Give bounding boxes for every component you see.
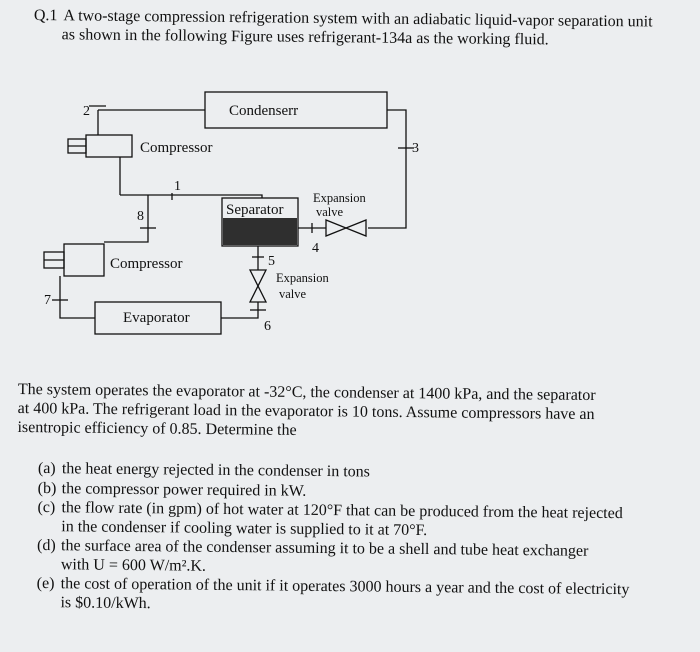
line-state-1 xyxy=(120,194,263,198)
part-label: (e) xyxy=(36,574,55,593)
expansion-valve-top-label-2: valve xyxy=(316,205,344,219)
expansion-valve-bottom-label-1: Expansion xyxy=(276,271,330,285)
part-text: the cost of operation of the unit if it … xyxy=(60,575,676,618)
part-text-line-2: is $0.10/kWh. xyxy=(60,593,151,612)
state-point-2: 2 xyxy=(83,104,90,119)
line-state-8 xyxy=(104,195,149,243)
problem-statement: The system operates the evaporator at -3… xyxy=(17,380,658,444)
list-item: (c) the flow rate (in gpm) of hot water … xyxy=(37,499,677,543)
line-state-7 xyxy=(59,276,95,319)
part-label: (a) xyxy=(37,460,56,478)
valve-top-right xyxy=(344,219,367,237)
part-text-line-1: the compressor power required in kW. xyxy=(61,479,307,500)
condenser-label: Condenserr xyxy=(229,103,298,119)
part-label: (b) xyxy=(37,479,57,497)
expansion-valve-bottom-label-2: valve xyxy=(279,287,307,301)
part-text-line-1: the heat energy rejected in the condense… xyxy=(61,460,371,481)
separator-liquid xyxy=(223,218,297,245)
compressor-top-label: Compressor xyxy=(140,140,213,156)
part-label: (c) xyxy=(37,498,56,517)
part-label: (d) xyxy=(37,536,56,555)
part-text-line-2: with U = 600 W/m².K. xyxy=(60,555,207,575)
refrigeration-system-diagram: Condenserr Compressor Separator Compress… xyxy=(43,91,419,335)
expansion-valve-top-label-1: Expansion xyxy=(313,191,367,205)
state-point-7: 7 xyxy=(44,293,51,308)
state-point-6: 6 xyxy=(264,319,271,334)
separator-box xyxy=(221,197,299,247)
state-point-5: 5 xyxy=(268,254,275,269)
state-point-8: 8 xyxy=(137,209,144,224)
separator-label: Separator xyxy=(226,202,283,218)
part-text-line-2: in the condenser if cooling water is sup… xyxy=(61,517,428,539)
evaporator-label: Evaporator xyxy=(123,310,190,326)
line-state-6 xyxy=(221,302,259,319)
compressor-bottom-label: Compressor xyxy=(110,256,183,272)
line-state-3 xyxy=(368,109,407,229)
question-parts: (a) the heat energy rejected in the cond… xyxy=(36,460,678,620)
state-point-1: 1 xyxy=(174,179,181,194)
compressor-top-box xyxy=(85,134,133,158)
list-item: (e) the cost of operation of the unit if… xyxy=(36,575,676,619)
list-item: (d) the surface area of the condenser as… xyxy=(37,537,677,581)
state-point-3: 3 xyxy=(412,141,419,156)
compressor-bottom-box xyxy=(63,243,105,277)
valve-top-left xyxy=(325,219,348,237)
part-text: the flow rate (in gpm) of hot water at 1… xyxy=(61,499,677,542)
state-point-4: 4 xyxy=(312,241,319,256)
valve-bottom-top xyxy=(248,269,268,288)
part-text: the surface area of the condenser assumi… xyxy=(61,537,677,580)
valve-bottom-bottom xyxy=(248,284,268,303)
